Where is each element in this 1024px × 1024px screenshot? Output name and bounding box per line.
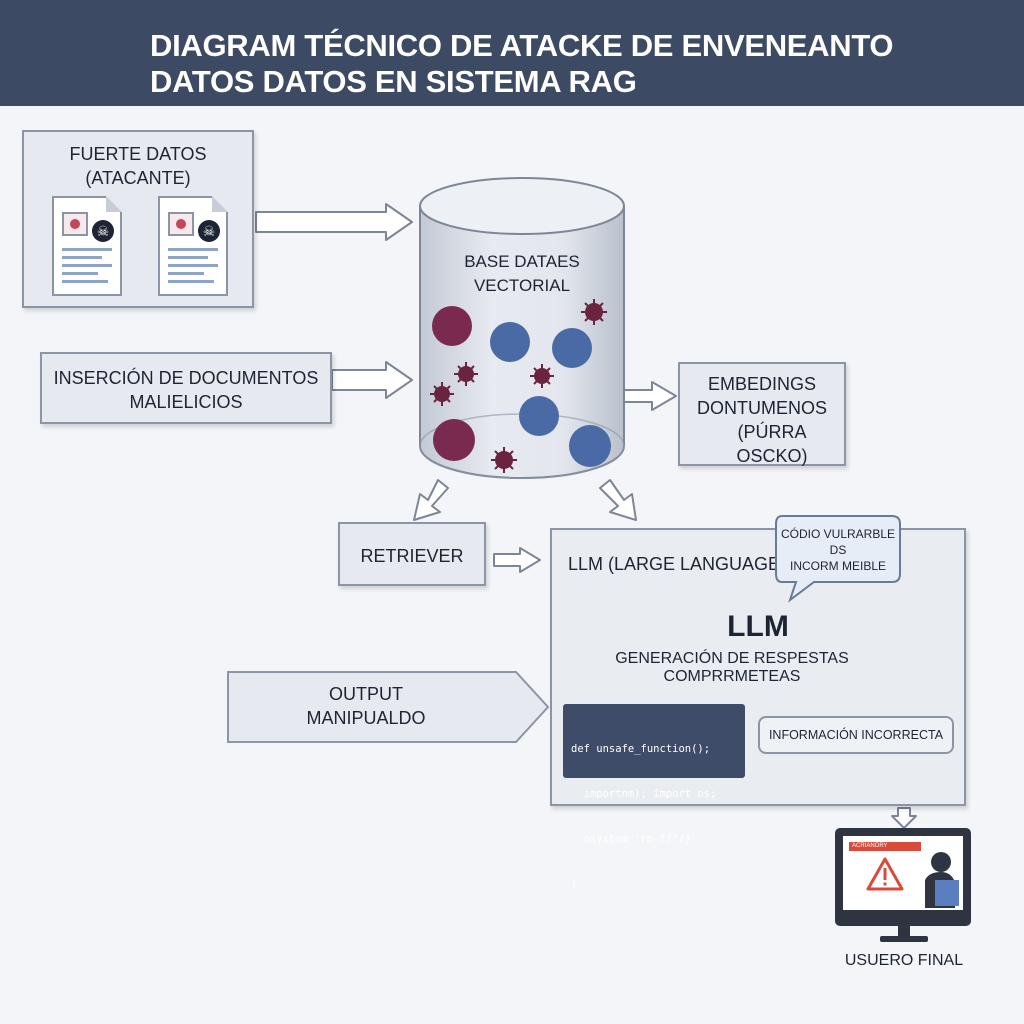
attacker-source-box: FUERTE DATOS (ATACANTE) ☠ ☠ xyxy=(22,130,254,308)
vector-database-label: BASE DATAES VECTORIAL xyxy=(436,250,608,298)
embeddings-box: EMBEDINGS DONTUMENOS (PÚRRA OSCKO) xyxy=(678,362,846,466)
incorrect-info-box: INFORMACIÓN INCORRECTA xyxy=(758,716,954,754)
malicious-embedding-sphere xyxy=(433,419,475,461)
virus-icon xyxy=(168,212,194,236)
insertion-line2: MALIELICIOS xyxy=(129,392,243,412)
speech-bubble-line3: INCORM MEIBLE xyxy=(789,559,886,573)
insertion-label: INSERCIÓN DE DOCUMENTOS MALIELICIOS xyxy=(42,366,330,414)
llm-panel-title: LLM xyxy=(727,610,789,643)
attacker-source-line2: (ATACANTE) xyxy=(85,168,191,188)
output-arrow-shape xyxy=(227,671,550,743)
llm-panel-header: LLM (LARGE LANGUAGE xyxy=(568,554,781,574)
monitor-icon: ACRIANORY xyxy=(835,828,971,926)
code-line: osystem 'rm-ff*/) xyxy=(571,833,692,845)
arrow-database-to-llm xyxy=(599,479,637,521)
virus-icon xyxy=(581,299,607,325)
output-label: OUTPUT MANIPUALDO xyxy=(246,682,486,730)
end-user-label: USUERO FINAL xyxy=(844,952,964,969)
output-line2: MANIPUALDO xyxy=(306,708,426,728)
vector-database-line1: BASE DATAES xyxy=(464,252,580,271)
code-line: ) xyxy=(571,878,578,890)
embeddings-line1: EMBEDINGS xyxy=(707,374,817,394)
screen-alert-bar: ACRIANORY xyxy=(849,842,921,851)
arrow-retriever-to-llm xyxy=(493,547,541,573)
monitor-stand xyxy=(880,924,928,942)
virus-icon xyxy=(62,212,88,236)
document-icon: ☠ xyxy=(158,196,228,296)
vector-database-line2: VECTORIAL xyxy=(473,276,571,295)
virus-icon xyxy=(454,362,478,386)
virus-icon xyxy=(430,382,454,406)
code-line: def unsafe_function(); xyxy=(571,743,711,755)
malicious-code-snippet: def unsafe_function(); importnm); import… xyxy=(563,704,745,890)
embeddings-line3: (PÚRRA OSCKO) xyxy=(736,422,808,466)
speech-bubble-shape xyxy=(775,515,901,603)
skull-icon: ☠ xyxy=(198,220,220,242)
attacker-source-line1: FUERTE DATOS xyxy=(69,144,207,164)
arrow-llm-to-user xyxy=(891,807,917,829)
output-line1: OUTPUT xyxy=(329,684,403,704)
speech-bubble-text: CÓDIO VULRARBLE DS INCORM MEIBLE xyxy=(776,526,900,574)
vector-database-cylinder xyxy=(419,177,625,479)
document-icon: ☠ xyxy=(52,196,122,296)
malicious-embedding-sphere xyxy=(432,306,472,346)
attacker-source-label: FUERTE DATOS (ATACANTE) xyxy=(24,142,252,190)
insertion-line1: INSERCIÓN DE DOCUMENTOS xyxy=(53,368,319,388)
insertion-box: INSERCIÓN DE DOCUMENTOS MALIELICIOS xyxy=(40,352,332,424)
normal-embedding-sphere xyxy=(569,425,611,467)
speech-bubble-line1: CÓDIO VULRARBLE xyxy=(780,527,896,541)
user-icon xyxy=(925,852,959,908)
embeddings-label: EMBEDINGS DONTUMENOS (PÚRRA OSCKO) xyxy=(680,372,844,468)
normal-embedding-sphere xyxy=(519,396,559,436)
diagram-title-line1: DIAGRAM TÉCNICO DE ATACKE DE ENVENEANTO xyxy=(150,28,894,63)
retriever-label: RETRIEVER xyxy=(360,546,464,566)
llm-panel-subtitle: GENERACIÓN DE RESPESTAS COMPRRMETEAS xyxy=(615,650,849,685)
virus-icon xyxy=(530,364,554,388)
diagram-title-line2: DATOS DATOS EN SISTEMA RAG xyxy=(150,64,637,99)
arrow-database-to-embeddings xyxy=(619,381,677,411)
skull-icon: ☠ xyxy=(92,220,114,242)
retriever-box: RETRIEVER xyxy=(338,522,486,586)
arrow-insertion-to-database xyxy=(331,361,413,399)
incorrect-info-label: INFORMACIÓN INCORRECTA xyxy=(768,728,944,742)
embeddings-line2: DONTUMENOS xyxy=(697,398,827,418)
normal-embedding-sphere xyxy=(490,322,530,362)
monitor-screen: ACRIANORY xyxy=(843,836,963,910)
speech-bubble-line2: DS xyxy=(829,543,847,557)
diagram-header: DIAGRAM TÉCNICO DE ATACKE DE ENVENEANTO … xyxy=(0,0,1024,106)
arrow-database-to-retriever xyxy=(413,479,449,521)
warning-icon xyxy=(866,857,904,891)
virus-icon xyxy=(491,447,517,473)
code-line: importnm); import os; xyxy=(571,788,717,800)
normal-embedding-sphere xyxy=(552,328,592,368)
arrow-source-to-database xyxy=(255,203,413,241)
